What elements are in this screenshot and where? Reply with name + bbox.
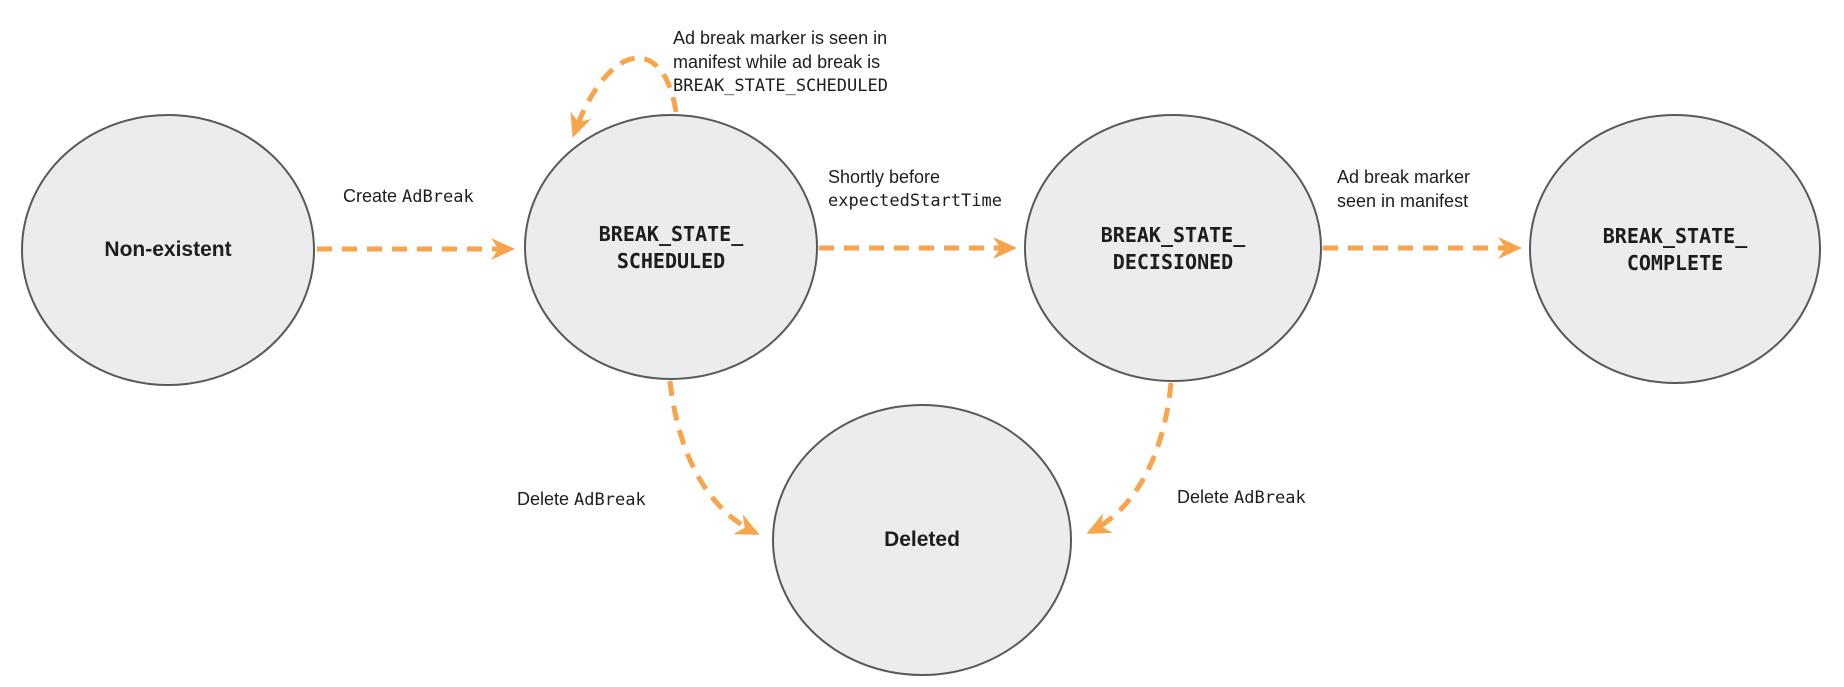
transition-label-self-loop-line2: manifest while ad break is bbox=[673, 52, 881, 72]
transition-label-decision-line1: Shortly before bbox=[828, 167, 941, 187]
transition-label-decision-line2: expectedStartTime bbox=[828, 191, 1002, 211]
transition-label-create-plain: Create bbox=[343, 186, 403, 206]
transition-label-delete-scheduled-plain: Delete bbox=[517, 489, 575, 509]
state-label-line2: COMPLETE bbox=[1626, 251, 1724, 275]
transition-label-delete-decisioned-plain: Delete bbox=[1177, 487, 1235, 507]
transition-label-self-loop-line3: BREAK_STATE_SCHEDULED bbox=[673, 76, 888, 96]
state-label-break-state-complete: BREAK_STATE_ COMPLETE bbox=[1603, 223, 1748, 277]
transition-label-delete-decisioned-code: AdBreak bbox=[1234, 488, 1306, 508]
transition-label-create-code: AdBreak bbox=[402, 187, 474, 207]
state-label-line2: DECISIONED bbox=[1112, 250, 1234, 274]
state-label-line1: BREAK_STATE_ bbox=[598, 222, 744, 246]
transition-label-self-loop: Ad break marker is seen in manifest whil… bbox=[673, 26, 888, 98]
state-node-break-state-scheduled bbox=[524, 114, 818, 380]
state-label-line1: BREAK_STATE_ bbox=[1100, 223, 1246, 247]
state-label-deleted: Deleted bbox=[884, 528, 960, 551]
state-label-line2: SCHEDULED bbox=[616, 249, 726, 273]
transition-self-loop-arrow bbox=[570, 55, 679, 138]
transition-label-complete: Ad break marker seen in manifest bbox=[1337, 165, 1470, 213]
transition-delete-scheduled-arrow bbox=[667, 380, 760, 536]
transition-label-complete-line1: Ad break marker bbox=[1337, 167, 1471, 187]
transition-label-complete-line2: seen in manifest bbox=[1337, 191, 1469, 211]
state-node-non-existent bbox=[21, 114, 315, 386]
transition-label-decision: Shortly before expectedStartTime bbox=[828, 165, 1002, 213]
state-label-non-existent: Non-existent bbox=[104, 238, 232, 261]
transition-label-self-loop-line1: Ad break marker is seen in bbox=[673, 28, 888, 48]
state-label-break-state-scheduled: BREAK_STATE_ SCHEDULED bbox=[599, 221, 744, 275]
state-node-break-state-decisioned bbox=[1024, 114, 1322, 382]
state-node-break-state-complete bbox=[1529, 114, 1821, 384]
state-label-break-state-decisioned: BREAK_STATE_ DECISIONED bbox=[1101, 222, 1246, 276]
transition-label-delete-scheduled-code: AdBreak bbox=[574, 490, 646, 510]
transition-label-delete-scheduled: Delete AdBreak bbox=[517, 487, 646, 512]
state-label-line1: BREAK_STATE_ bbox=[1602, 224, 1748, 248]
transition-label-create: Create AdBreak bbox=[343, 184, 474, 209]
transition-delete-decisioned-arrow bbox=[1086, 382, 1174, 535]
state-node-deleted bbox=[772, 404, 1072, 676]
transition-label-delete-decisioned: Delete AdBreak bbox=[1177, 485, 1306, 510]
